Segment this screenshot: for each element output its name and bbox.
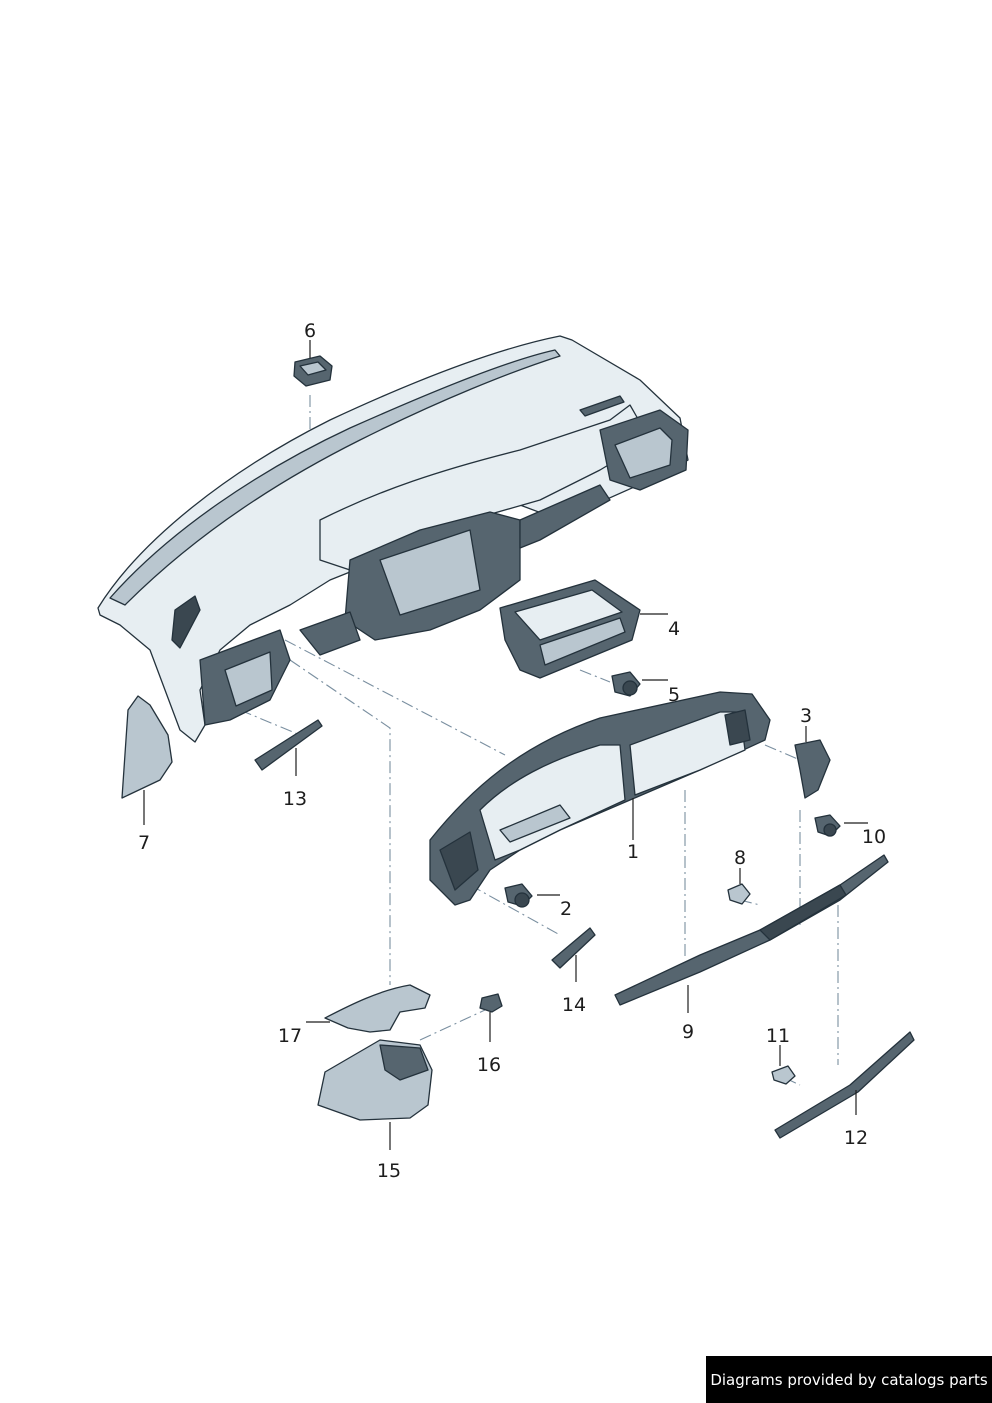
- part-4-bracket: [499, 579, 641, 679]
- part-6-clip: [293, 355, 333, 387]
- callout-numbers: 1 2 3 4 5 6 7 8 9 10 11 12 13 14 15 16 1…: [138, 320, 886, 1182]
- callout-1: 1: [627, 841, 639, 863]
- part-15-lower-shroud: [317, 1039, 433, 1121]
- part-16-screw: [479, 993, 503, 1013]
- assembly-guide-lines: [239, 395, 839, 1086]
- part-11-clip: [771, 1065, 796, 1085]
- part-9-trim-strip: [614, 854, 889, 1006]
- callout-5: 5: [668, 684, 680, 706]
- callout-4: 4: [668, 618, 680, 640]
- dashboard-panel: [97, 335, 689, 743]
- part-7-end-cap: [121, 695, 173, 799]
- callout-17: 17: [278, 1025, 302, 1047]
- part-17-upper-shroud: [324, 984, 431, 1033]
- part-1-cluster-trim: [429, 691, 771, 906]
- callout-6: 6: [304, 320, 316, 342]
- callout-3: 3: [800, 705, 812, 727]
- part-14-trim-piece: [551, 927, 596, 969]
- part-10-screw: [814, 814, 841, 837]
- part-2-screw: [504, 883, 533, 908]
- part-8-clip: [727, 883, 751, 905]
- part-13-trim-strip: [254, 719, 323, 771]
- part-12-trim-strip: [774, 1031, 915, 1139]
- leader-lines: [143, 340, 868, 1150]
- callout-14: 14: [562, 994, 586, 1016]
- callout-15: 15: [377, 1160, 401, 1182]
- callout-11: 11: [766, 1025, 790, 1047]
- callout-7: 7: [138, 832, 150, 854]
- callout-9: 9: [682, 1021, 694, 1043]
- callout-12: 12: [844, 1127, 868, 1149]
- callout-8: 8: [734, 847, 746, 869]
- callout-2: 2: [560, 898, 572, 920]
- part-3-side-cover: [794, 739, 831, 799]
- callout-10: 10: [862, 826, 886, 848]
- callout-13: 13: [283, 788, 307, 810]
- callout-16: 16: [477, 1054, 501, 1076]
- credit-banner: Diagrams provided by catalogs parts: [706, 1356, 992, 1403]
- part-5-screw: [611, 671, 641, 697]
